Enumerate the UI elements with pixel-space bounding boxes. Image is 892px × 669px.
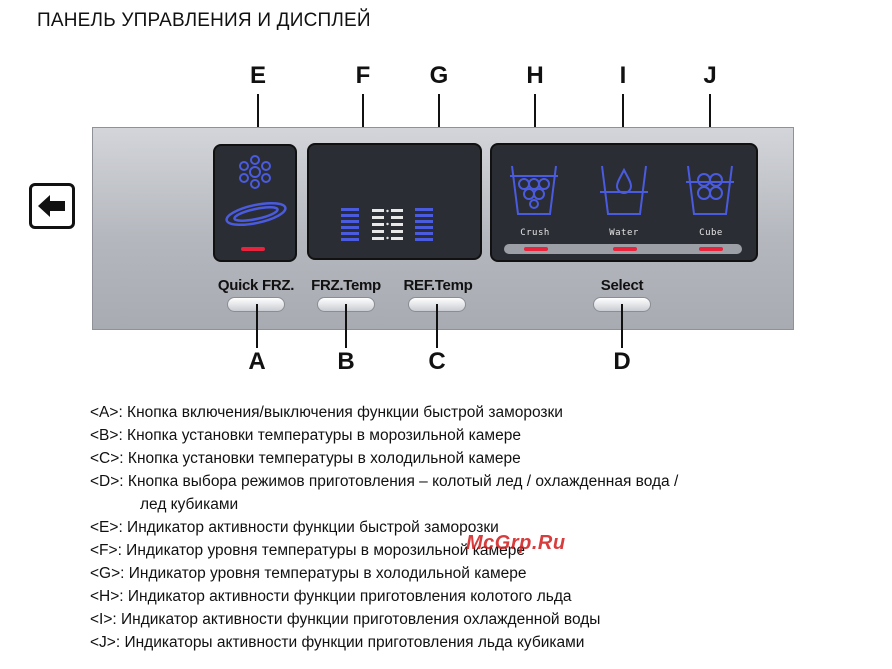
back-button[interactable]	[29, 183, 75, 229]
watermark: McGrp.Ru	[466, 532, 566, 554]
water-led	[613, 247, 637, 251]
label-h: H	[526, 62, 544, 89]
label-d: D	[613, 348, 631, 375]
label-g: G	[429, 62, 449, 89]
label-j: J	[703, 62, 717, 89]
page-title: ПАНЕЛЬ УПРАВЛЕНИЯ И ДИСПЛЕЙ	[37, 10, 371, 31]
crush-led	[524, 247, 548, 251]
fridge-temp-label: REF.Temp	[403, 277, 473, 294]
label-a: A	[248, 348, 266, 375]
water-glass-icon	[600, 165, 648, 215]
leader-line-d	[621, 304, 623, 348]
description-g: <G>: Индикатор уровня температуры в холо…	[90, 565, 527, 582]
label-b: B	[337, 348, 355, 375]
quick-freeze-display	[213, 144, 297, 262]
description-c: <C>: Кнопка установки температуры в холо…	[90, 450, 521, 467]
label-f: F	[355, 62, 371, 89]
fridge-temp-bars	[415, 208, 433, 244]
description-f: <F>: Индикатор уровня температуры в моро…	[90, 542, 525, 559]
ice-cube-glass-icon	[686, 165, 734, 215]
label-i: I	[619, 62, 627, 89]
snowflake-icon	[239, 155, 271, 189]
select-label: Select	[600, 277, 644, 294]
description-b: <B>: Кнопка установки температуры в моро…	[90, 427, 521, 444]
description-i: <I>: Индикатор активности функции пригот…	[90, 611, 601, 628]
mode-label-cube: Cube	[699, 228, 723, 238]
mode-label-water: Water	[609, 228, 639, 238]
freezer-temp-label: FRZ.Temp	[311, 277, 381, 294]
swirl-icon	[225, 201, 287, 227]
description-a: <A>: Кнопка включения/выключения функции…	[90, 404, 563, 421]
leader-line-c	[436, 304, 438, 348]
label-c: C	[428, 348, 446, 375]
control-panel: Crush Water Cube Quick FRZ. FRZ.Temp REF…	[92, 127, 794, 330]
leader-line-b	[345, 304, 347, 348]
mode-label-crush: Crush	[520, 228, 550, 238]
freezer-temp-bars	[341, 208, 359, 244]
quick-freeze-led	[241, 247, 265, 251]
description-d-continued: лед кубиками	[140, 496, 239, 513]
description-d: <D>: Кнопка выбора режимов приготовления…	[90, 473, 679, 490]
dispenser-mode-display: Crush Water Cube	[490, 143, 758, 262]
description-h: <H>: Индикатор активности функции пригот…	[90, 588, 572, 605]
back-arrow-icon	[38, 195, 65, 217]
quick-freeze-label: Quick FRZ.	[217, 277, 295, 294]
cube-led	[699, 247, 723, 251]
description-list: <A>: Кнопка включения/выключения функции…	[90, 401, 678, 654]
description-j: <J>: Индикаторы активности функции приго…	[90, 634, 585, 651]
label-e: E	[249, 62, 266, 89]
temperature-display	[307, 143, 482, 260]
leader-line-a	[256, 304, 258, 348]
description-e: <E>: Индикатор активности функции быстро…	[90, 519, 499, 536]
temperature-scale-icon	[372, 209, 403, 240]
crushed-ice-glass-icon	[510, 165, 558, 215]
